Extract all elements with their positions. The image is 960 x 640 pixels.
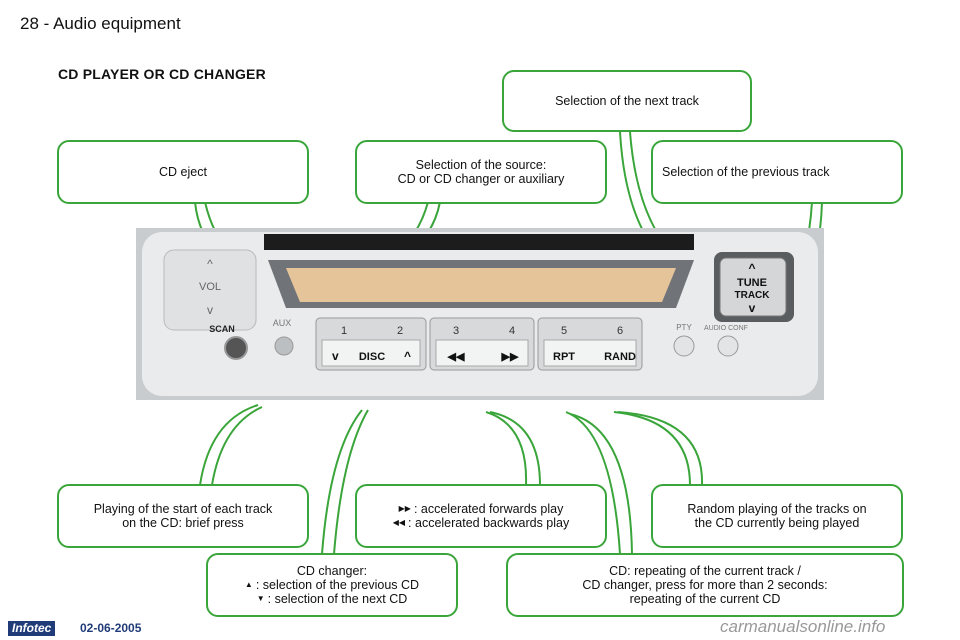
svg-text:◀◀: ◀◀: [447, 351, 465, 363]
svg-text:▶▶: ▶▶: [501, 351, 519, 363]
cd-slot: [264, 234, 694, 250]
callout-disc: CD changer: ▲ : selection of the previou…: [206, 553, 458, 617]
vol-label: VOL: [199, 281, 221, 293]
disc-label: DISC: [359, 351, 385, 363]
pty-button: [673, 335, 695, 357]
rand-label: RAND: [604, 351, 636, 363]
infotec-logo: Infotec: [8, 621, 56, 636]
callout-repeat: CD: repeating of the current track / CD …: [506, 553, 904, 617]
svg-text:^: ^: [748, 261, 755, 275]
radio-unit-illustration: ^ VOL v SCAN AUX 1 2 v DISC ^ 3 4 ◀◀ ▶▶ …: [136, 228, 824, 400]
down-arrow-icon: ▼: [256, 594, 265, 603]
watermark: carmanualsonline.info: [720, 617, 886, 636]
svg-text:v: v: [207, 303, 213, 317]
scan-button: [224, 336, 248, 360]
svg-text:v: v: [749, 301, 756, 315]
rewind-icon: ◀◀: [392, 518, 406, 527]
callout-random: Random playing of the tracks on the CD c…: [651, 484, 903, 548]
callout-seek: ▶▶ : accelerated forwards play ◀◀ : acce…: [355, 484, 607, 548]
svg-text:^: ^: [404, 349, 411, 363]
section-title: CD PLAYER OR CD CHANGER: [58, 66, 266, 82]
svg-text:v: v: [332, 349, 339, 363]
tune-track-rocker: [719, 257, 787, 317]
tune-label: TUNE: [737, 277, 767, 289]
preset-number-2: 2: [397, 325, 403, 337]
audio-conf-label: AUDIO CONF: [704, 325, 748, 332]
callout-prev-track: Selection of the previous track: [651, 140, 903, 204]
rpt-label: RPT: [553, 351, 575, 363]
callout-scan: Playing of the start of each track on th…: [57, 484, 309, 548]
page-header: 28 - Audio equipment: [20, 14, 181, 33]
callout-cd-eject: CD eject: [57, 140, 309, 204]
scan-label: SCAN: [209, 324, 235, 334]
preset-number-5: 5: [561, 325, 567, 337]
aux-socket: [274, 336, 294, 356]
svg-text:^: ^: [207, 257, 213, 271]
aux-label: AUX: [273, 318, 292, 328]
callout-next-track: Selection of the next track: [502, 70, 752, 132]
vol-control: [163, 249, 257, 331]
footer-date: 02-06-2005: [80, 621, 142, 635]
callout-source: Selection of the source: CD or CD change…: [355, 140, 607, 204]
preset-number-6: 6: [617, 325, 623, 337]
preset-number-1: 1: [341, 325, 347, 337]
display-screen: [286, 268, 676, 302]
track-label: TRACK: [735, 290, 771, 301]
pty-label: PTY: [676, 323, 692, 332]
preset-number-3: 3: [453, 325, 459, 337]
fast-forward-icon: ▶▶: [398, 504, 411, 513]
audio-conf-button: [717, 335, 739, 357]
preset-number-4: 4: [509, 325, 515, 337]
up-arrow-icon: ▲: [244, 580, 253, 589]
